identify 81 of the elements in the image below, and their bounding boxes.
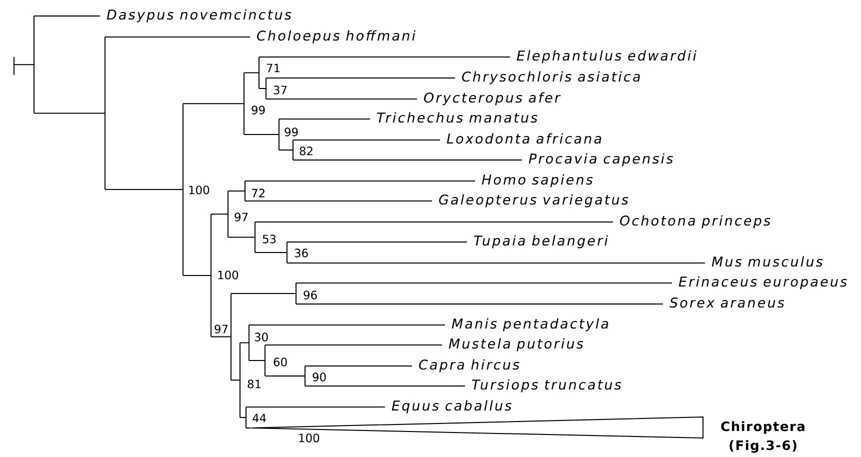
bootstrap-value: 100 <box>189 186 210 194</box>
bootstrap-value: 96 <box>304 290 317 300</box>
branch-line <box>248 324 446 326</box>
branch-line <box>244 180 246 202</box>
branch-line <box>246 406 386 408</box>
branch-line <box>104 36 250 38</box>
branch-line <box>244 180 476 182</box>
branch-line <box>286 242 288 264</box>
bootstrap-value: 97 <box>214 324 228 334</box>
branch-line <box>182 274 211 276</box>
branch-line <box>278 118 370 120</box>
branch-line <box>104 189 183 190</box>
bootstrap-value: 81 <box>248 380 261 388</box>
taxon-name: Equus caballus <box>392 400 512 414</box>
branch-line <box>258 88 266 89</box>
taxon-name: Erinaceus europaeus <box>678 276 847 290</box>
branch-line <box>254 222 256 253</box>
branch-line <box>230 293 296 294</box>
bootstrap-value: 72 <box>252 188 264 198</box>
branch-line <box>244 200 432 202</box>
bootstrap-value: 90 <box>312 372 326 382</box>
branch-line <box>278 118 280 150</box>
branch-line <box>248 324 250 361</box>
taxon-name: Manis pentadactyla <box>452 318 608 332</box>
branch-line <box>254 252 287 253</box>
branch-line <box>258 56 260 89</box>
taxon-name: Trichechus manatus <box>377 112 538 123</box>
bootstrap-value: 37 <box>274 86 287 94</box>
branch-line <box>244 72 259 74</box>
bootstrap-value: 99 <box>252 106 265 114</box>
branch-line <box>258 56 510 58</box>
branch-line <box>210 214 228 215</box>
taxon-name: Capra hircus <box>419 359 520 372</box>
bootstrap-value: 71 <box>266 64 280 72</box>
branch-line <box>228 190 245 192</box>
branch-line <box>228 236 255 238</box>
branch-line <box>292 140 294 160</box>
branch-line <box>210 336 231 338</box>
taxon-name: Sorex araneus <box>670 298 784 308</box>
bootstrap-value: 44 <box>252 414 266 422</box>
branch-line <box>182 103 244 104</box>
taxon-name: Loxodonta africana <box>446 133 602 144</box>
taxon-name: Tursiops truncatus <box>472 379 622 392</box>
taxon-name: Chrysochloris asiatica <box>462 71 640 84</box>
taxon-name: Tupaia belangeri <box>474 235 608 248</box>
bootstrap-value: 53 <box>262 234 276 244</box>
branch-line <box>248 360 265 361</box>
branch-line <box>264 344 442 346</box>
taxon-name: Mustela putorius <box>448 338 584 352</box>
taxon-name: Galeopterus variegatus <box>439 194 628 208</box>
branch-line <box>230 380 240 381</box>
bootstrap-value: 97 <box>234 212 248 222</box>
taxon-name: Elephantulus edwardii <box>516 50 696 64</box>
branch-line <box>266 98 418 100</box>
taxon-name: Dasypus novemcinctus <box>106 9 292 22</box>
branch-line <box>210 214 212 338</box>
branch-line <box>296 282 672 284</box>
branch-line <box>104 36 106 190</box>
taxon-name: Orycteropus afer <box>424 92 561 106</box>
bootstrap-value: 36 <box>294 248 308 258</box>
branch-line <box>244 134 279 135</box>
bootstrap-value: 99 <box>284 128 298 136</box>
bootstrap-value: 100 <box>218 270 238 280</box>
taxon-name: Choloepus hoffmani <box>257 30 416 44</box>
taxon-name: Mus musculus <box>712 256 823 267</box>
branch-line <box>286 262 706 264</box>
bootstrap-value: 82 <box>300 146 312 156</box>
taxon-name: Procavia capensis <box>528 153 673 166</box>
branch-line <box>264 344 266 376</box>
branch-line <box>230 293 232 381</box>
branch-line <box>304 366 306 386</box>
branch-line <box>182 103 184 276</box>
taxon-name: Homo sapiens <box>482 174 593 188</box>
bootstrap-value: 100 <box>299 434 320 442</box>
branch-line <box>240 417 246 418</box>
clade-label: Chiroptera (Fig.3-6) <box>721 421 804 453</box>
taxon-name: Ochotona princeps <box>620 215 770 228</box>
bootstrap-value: 30 <box>254 332 268 342</box>
branch-line <box>240 342 249 344</box>
branch-line <box>34 112 105 114</box>
bootstrap-value: 60 <box>274 358 287 366</box>
